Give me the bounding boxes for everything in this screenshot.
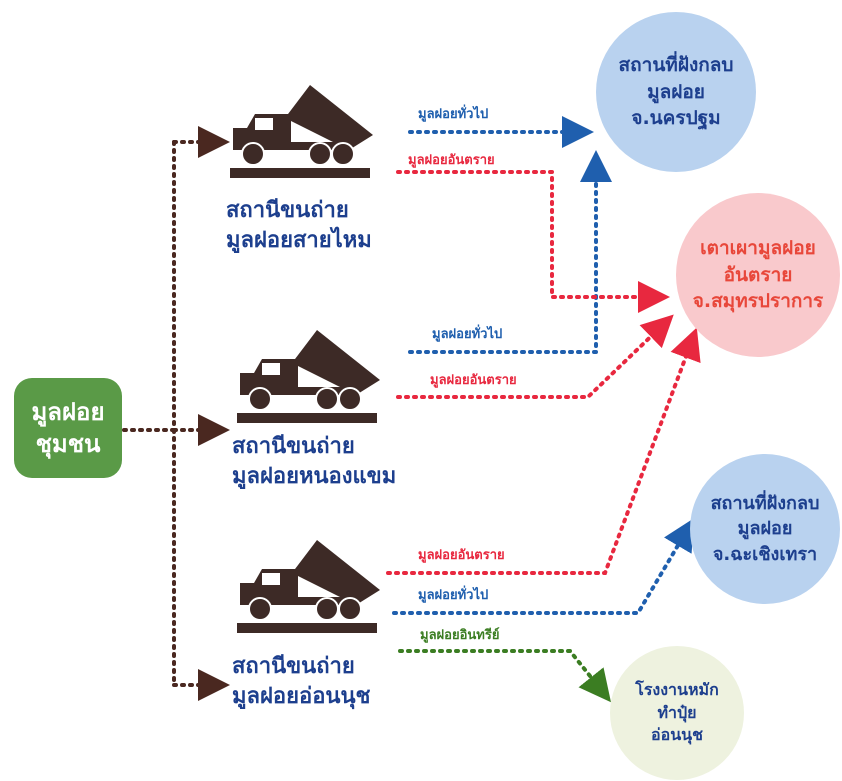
station-label-line1: สถานีขนถ่าย: [232, 434, 355, 459]
destination-line3: จ.สมุทรปราการ: [692, 290, 824, 313]
station-label-line1: สถานีขนถ่าย: [226, 198, 349, 223]
destination-line2: อันตราย: [723, 263, 793, 286]
hazardous-waste-paths: [386, 170, 701, 575]
station-nong-khaem: สถานีขนถ่าย มูลฝอยหนองแขม: [232, 432, 396, 491]
edge-label-general: มูลฝอยทั่วไป: [418, 107, 489, 122]
station-label-line2: มูลฝอยอ่อนนุช: [232, 683, 371, 709]
destination-line1: โรงงานหมัก: [635, 680, 719, 700]
station-on-nut: สถานีขนถ่าย มูลฝอยอ่อนนุช: [232, 652, 370, 711]
station-sai-mai: สถานีขนถ่าย มูลฝอยสายไหม: [226, 196, 372, 255]
dump-truck-icon: [237, 540, 380, 633]
trunk-connector: [122, 126, 230, 701]
destination-line3: อ่อนนุช: [651, 725, 703, 745]
dump-truck-icon: [237, 330, 380, 423]
source-line2: ชุมชน: [35, 430, 101, 458]
dump-truck-icon: [230, 85, 373, 178]
destination-line2: ทำปุ๋ย: [657, 702, 697, 722]
edge-label-general: มูลฝอยทั่วไป: [432, 327, 503, 342]
destination-line2: มูลฝอย: [647, 80, 705, 103]
edge-label-hazardous: มูลฝอยอันตราย: [430, 373, 517, 388]
edge-label-general: มูลฝอยทั่วไป: [418, 588, 489, 603]
destination-landfill-chachoengsao: สถานที่ฝังกลบ มูลฝอย จ.ฉะเชิงเทรา: [690, 454, 840, 604]
source-line1: มูลฝอย: [31, 397, 105, 426]
destination-line3: จ.ฉะเชิงเทรา: [712, 543, 818, 565]
destination-line2: มูลฝอย: [737, 518, 793, 540]
edge-label-hazardous: มูลฝอยอันตราย: [408, 153, 495, 168]
source-community-waste: มูลฝอย ชุมชน: [14, 378, 122, 478]
destination-line1: สถานที่ฝังกลบ: [710, 493, 820, 515]
edge-label-hazardous: มูลฝอยอันตราย: [418, 548, 505, 563]
station-label-line2: มูลฝอยสายไหม: [226, 227, 372, 253]
edge-label-organic: มูลฝอยอินทรีย์: [420, 628, 500, 643]
station-label-line1: สถานีขนถ่าย: [232, 654, 355, 679]
organic-waste-path: [398, 649, 611, 703]
destination-line3: จ.นครปฐม: [631, 107, 721, 130]
station-label-line2: มูลฝอยหนองแขม: [232, 463, 397, 489]
destination-compost-on-nut: โรงงานหมัก ทำปุ๋ย อ่อนนุช: [610, 646, 744, 780]
destination-line1: เตาเผามูลฝอย: [700, 237, 816, 260]
general-waste-paths: [392, 116, 695, 615]
destination-line1: สถานที่ฝังกลบ: [618, 54, 734, 77]
destination-incinerator-samut-prakan: เตาเผามูลฝอย อันตราย จ.สมุทรปราการ: [676, 193, 840, 357]
destination-landfill-nakhon-pathom: สถานที่ฝังกลบ มูลฝอย จ.นครปฐม: [596, 12, 756, 172]
